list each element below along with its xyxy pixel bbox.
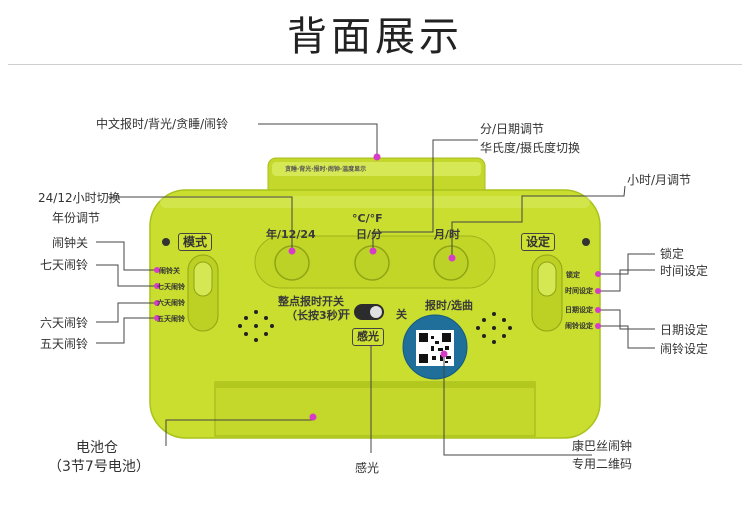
callout-lock: 锁定	[660, 247, 685, 261]
right-switch-pos-1: 时间设定	[565, 287, 593, 295]
right-switch-knob[interactable]	[537, 261, 557, 297]
callout-temp-unit: 华氏度/摄氏度切换	[480, 141, 581, 155]
chime-off-label: 关	[396, 308, 407, 321]
title-divider	[8, 64, 742, 65]
callout-chinese-announce: 中文报时/背光/贪睡/闹铃	[96, 117, 229, 131]
day-minute-button[interactable]	[354, 245, 390, 281]
month-hour-button[interactable]	[433, 245, 469, 281]
callout-hour-month: 小时/月调节	[627, 173, 692, 187]
callout-battery-1: 电池仓	[76, 440, 118, 456]
right-switch-pos-3: 闹铃设定	[565, 322, 593, 330]
sense-light-label: 感光	[352, 328, 384, 346]
left-switch-pos-0: 闹铃关	[159, 267, 180, 275]
callout-lines	[96, 123, 655, 456]
right-switch-pos-0: 锁定	[566, 271, 580, 279]
callout-battery-2: （3节7号电池）	[48, 459, 150, 475]
callout-mode-1224: 24/12小时切换	[38, 191, 121, 205]
left-switch-knob[interactable]	[193, 261, 213, 297]
callout-qr-2: 专用二维码	[572, 457, 633, 471]
left-switch-pos-1: 七天闹铃	[157, 283, 185, 291]
callout-alarm-5day: 五天闹铃	[40, 337, 89, 351]
speaker-left	[238, 310, 274, 342]
callout-alarm-6day: 六天闹铃	[40, 316, 89, 330]
hourly-chime-label: 整点报时开关	[278, 295, 344, 308]
btn2-label: 日/分	[356, 228, 383, 241]
callout-light-sensor: 感光	[355, 461, 380, 475]
callout-qr-1: 康巴丝闹钟	[572, 439, 633, 453]
callout-minute-date: 分/日期调节	[480, 122, 545, 136]
screw-hole-right	[582, 238, 590, 246]
page-title: 背面展示	[287, 14, 463, 60]
left-switch-pos-3: 五天闹铃	[157, 315, 185, 323]
callout-alarm-7day: 七天闹铃	[40, 258, 89, 272]
callout-year-adjust: 年份调节	[52, 211, 101, 225]
set-label: 设定	[521, 233, 556, 251]
btn1-label: 年/12/24	[266, 228, 316, 241]
speaker-right	[476, 312, 512, 344]
btn3-label: 月/时	[434, 228, 461, 241]
callout-dots	[154, 153, 601, 421]
left-switch-pos-2: 六天闹铃	[157, 299, 185, 307]
right-switch-pos-2: 日期设定	[565, 306, 593, 314]
callout-alarm-off: 闹钟关	[52, 236, 89, 250]
screw-hole-left	[162, 238, 170, 246]
battery-door[interactable]	[214, 381, 536, 437]
announce-select-label: 报时/选曲	[425, 299, 474, 312]
callout-date-set: 日期设定	[660, 323, 709, 337]
mode-label: 模式	[178, 233, 213, 251]
btn2-top-label: °C/°F	[352, 212, 383, 225]
callout-time-set: 时间设定	[660, 264, 709, 278]
hold-3s-label: （长按3秒）	[286, 309, 349, 322]
chime-on-label: 开	[339, 308, 350, 321]
callout-alarm-set: 闹铃设定	[660, 342, 709, 356]
snooze-bar-label: 贪睡·背光·报时·闹钟·温度显示	[285, 166, 367, 173]
